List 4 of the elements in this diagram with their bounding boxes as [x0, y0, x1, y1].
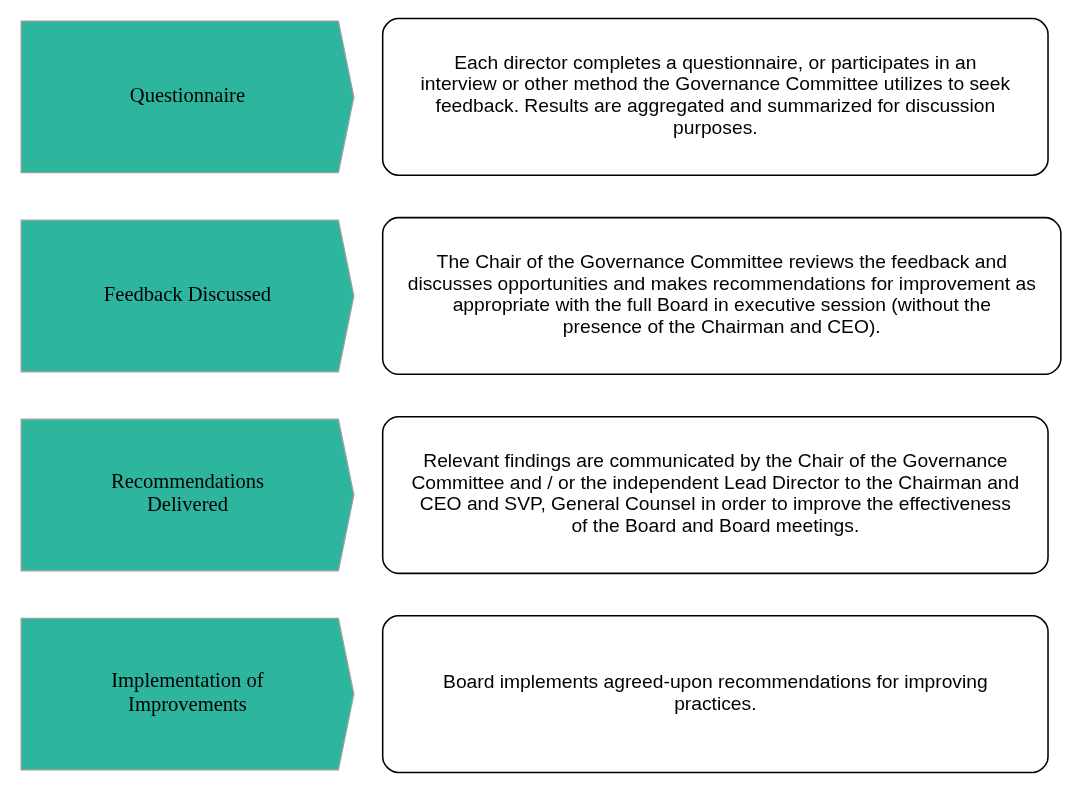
- node-box: The Chair of the Governance Committee reviews the feedback and discusses opportunities and makes recommendations for improvement as appropriate with the full Board in executive session (without the presence of the Chairman and CEO).: [381, 216, 1062, 376]
- node-box: Each director completes a questionnaire, or participates in an interview or other method the Governance Committee utilizes to seek feedback. Results are aggregated and summarized for discussion purposes.: [381, 17, 1049, 176]
- node-box: Relevant findings are communicated by the Chair of the Governance Committee and / or the independent Lead Director to the Chairman and CEO and SVP, General Counsel in order to improve the effectiveness of the Board and Board meetings.: [381, 415, 1049, 575]
- node-box: Board implements agreed-upon recommendations for improving practices.: [381, 615, 1049, 774]
